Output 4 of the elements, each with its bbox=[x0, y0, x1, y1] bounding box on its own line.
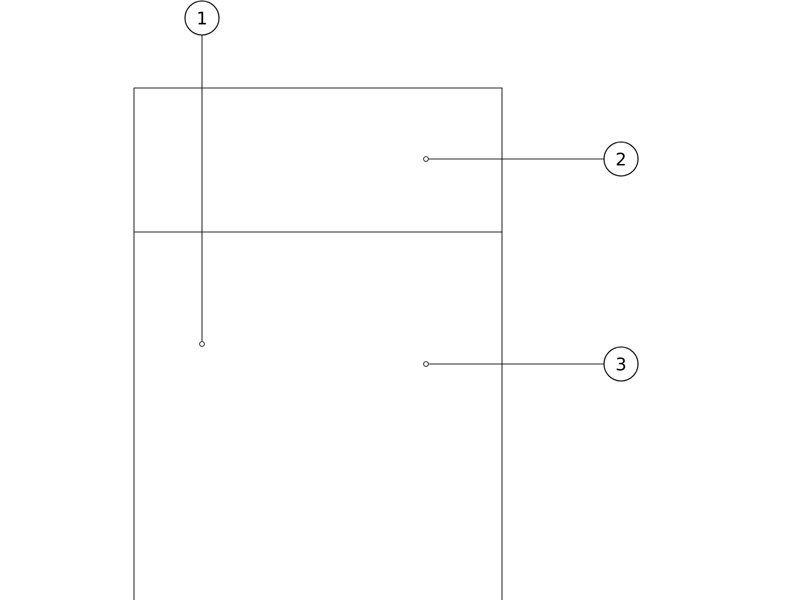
callout-number: 2 bbox=[603, 141, 639, 177]
callout-number: 3 bbox=[603, 346, 639, 382]
callout-number: 1 bbox=[184, 0, 220, 36]
leader-line bbox=[428, 158, 604, 160]
